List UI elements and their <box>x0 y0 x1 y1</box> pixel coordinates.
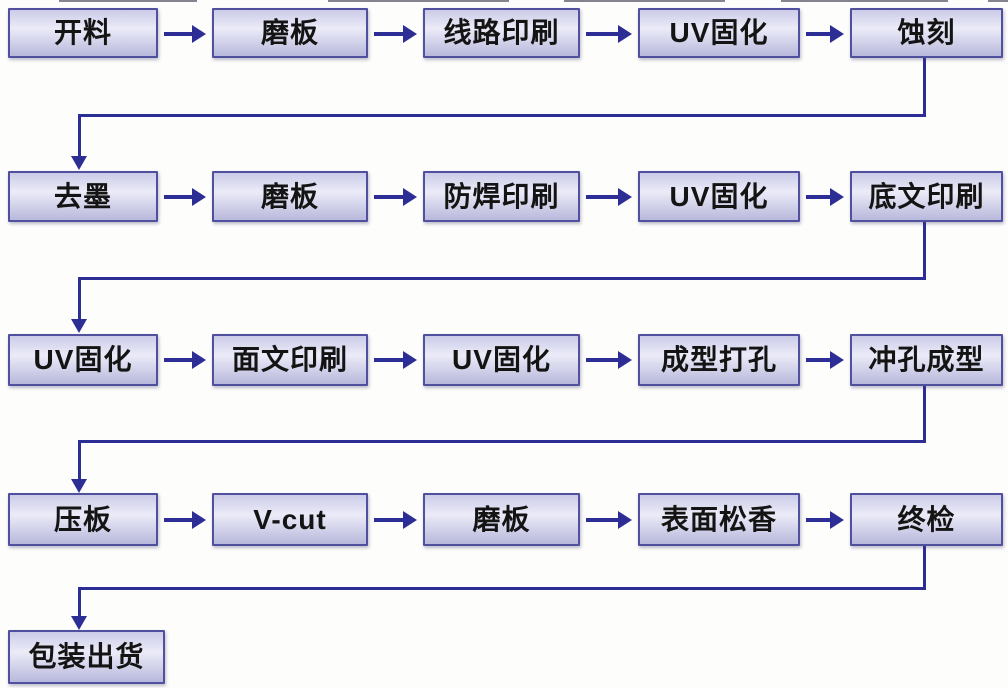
flow-step-label: 终检 <box>897 503 956 535</box>
connector-line <box>78 277 81 321</box>
connector-line <box>923 58 926 117</box>
arrow-right-icon <box>586 510 632 530</box>
flow-step-label: 线路印刷 <box>443 17 560 48</box>
arrow-right-icon <box>586 187 632 207</box>
arrow-right-icon <box>374 187 417 207</box>
arrow-right-icon <box>164 510 206 530</box>
flow-step-uv-curing-1: UV固化 <box>638 8 800 58</box>
flow-step-board-grinding-2: 磨板 <box>212 171 368 222</box>
top-edge-artifact <box>988 0 1008 2</box>
arrow-right-icon <box>806 187 844 207</box>
flow-step-circuit-printing: 线路印刷 <box>423 8 580 58</box>
flow-step-label: UV固化 <box>669 180 769 212</box>
flow-step-label: 磨板 <box>260 180 319 212</box>
arrow-right-icon <box>586 24 632 44</box>
flow-step-packing-shipping: 包装出货 <box>8 630 165 684</box>
arrow-down-icon <box>71 479 87 493</box>
arrow-right-icon <box>374 24 417 44</box>
arrow-down-icon <box>71 319 87 333</box>
connector-line <box>78 587 81 617</box>
flow-step-label: 蚀刻 <box>897 17 956 48</box>
connector-line <box>923 386 926 443</box>
flow-step-lamination: 压板 <box>8 493 158 546</box>
arrow-right-icon <box>374 350 417 370</box>
arrow-right-icon <box>374 510 417 530</box>
flow-step-label: 成型打孔 <box>660 344 777 375</box>
connector-line <box>78 587 926 590</box>
flow-step-label: UV固化 <box>33 344 133 375</box>
flow-step-label: 底文印刷 <box>868 180 985 212</box>
flow-step-label: UV固化 <box>452 344 551 375</box>
arrow-down-icon <box>71 616 87 630</box>
flow-step-material-cutting: 开料 <box>8 8 158 58</box>
flow-step-label: 开料 <box>53 17 112 48</box>
flow-step-label: 磨板 <box>260 17 319 48</box>
arrow-right-icon <box>164 24 206 44</box>
flow-step-label: 面文印刷 <box>231 344 348 375</box>
flow-step-surface-rosin: 表面松香 <box>638 493 800 546</box>
flow-step-bottom-legend-printing: 底文印刷 <box>850 171 1003 222</box>
arrow-right-icon <box>806 24 844 44</box>
arrow-down-icon <box>71 156 87 170</box>
flow-step-punching-forming: 冲孔成型 <box>850 334 1003 386</box>
flow-step-label: 压板 <box>53 503 112 535</box>
flow-step-board-grinding-1: 磨板 <box>212 8 368 58</box>
flow-step-label: 包装出货 <box>28 641 145 672</box>
flow-step-uv-curing-4: UV固化 <box>423 334 580 386</box>
connector-line <box>78 114 81 158</box>
flow-step-solder-mask-printing: 防焊印刷 <box>423 171 580 222</box>
flow-step-uv-curing-2: UV固化 <box>638 171 800 222</box>
flow-step-forming-drilling: 成型打孔 <box>638 334 800 386</box>
flow-step-final-inspection: 终检 <box>850 493 1003 546</box>
arrow-right-icon <box>586 350 632 370</box>
connector-line <box>78 114 926 117</box>
flow-step-v-cut: V-cut <box>212 493 368 546</box>
flow-step-label: 磨板 <box>472 503 531 535</box>
flow-step-uv-curing-3: UV固化 <box>8 334 158 386</box>
connector-line <box>923 546 926 590</box>
flow-step-label: 表面松香 <box>660 503 777 535</box>
arrow-right-icon <box>164 187 206 207</box>
connector-line <box>78 440 81 480</box>
top-edge-artifact <box>564 0 725 2</box>
top-edge-artifact <box>328 0 509 2</box>
connector-line <box>78 440 926 443</box>
flow-step-board-grinding-3: 磨板 <box>423 493 580 546</box>
flow-step-label: UV固化 <box>669 17 769 48</box>
top-edge-artifact <box>59 0 197 2</box>
flow-step-label: 防焊印刷 <box>443 180 560 212</box>
top-edge-artifact <box>781 0 948 2</box>
flow-step-top-legend-printing: 面文印刷 <box>212 334 368 386</box>
flow-step-ink-removal: 去墨 <box>8 171 158 222</box>
connector-line <box>78 277 926 280</box>
flow-step-label: V-cut <box>253 503 327 535</box>
arrow-right-icon <box>806 350 844 370</box>
flow-step-label: 去墨 <box>53 180 112 212</box>
arrow-right-icon <box>164 350 206 370</box>
flow-step-label: 冲孔成型 <box>868 344 985 375</box>
flow-step-etching: 蚀刻 <box>850 8 1003 58</box>
connector-line <box>923 222 926 280</box>
arrow-right-icon <box>806 510 844 530</box>
